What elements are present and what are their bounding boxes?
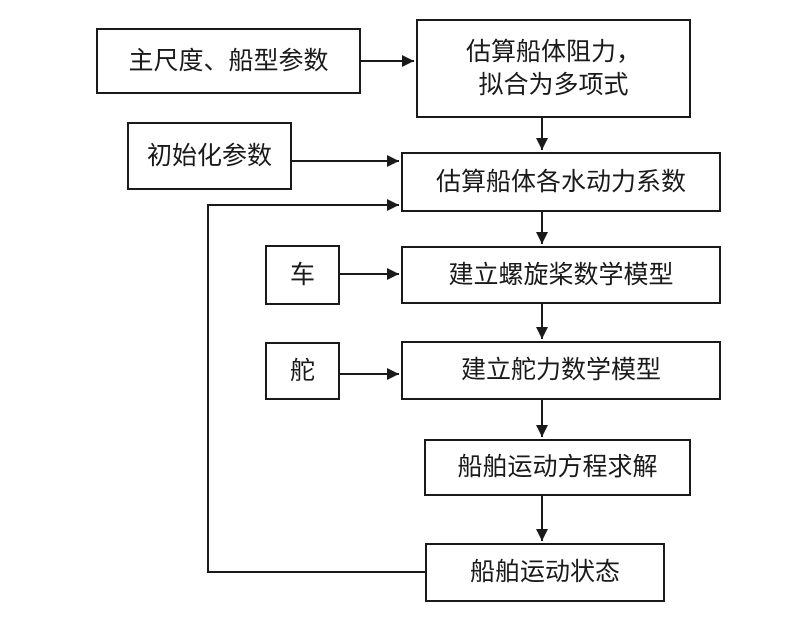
node-motion-equation-solve: 船舶运动方程求解 [424, 439, 691, 496]
node-estimate-resistance: 估算船体阻力， 拟合为多项式 [416, 19, 691, 118]
node-label: 车 [289, 259, 315, 289]
node-rudder-force-model: 建立舵力数学模型 [401, 341, 721, 400]
node-init-params: 初始化参数 [127, 122, 292, 190]
node-propeller-model: 建立螺旋桨数学模型 [401, 246, 721, 304]
node-rudder: 舵 [265, 342, 340, 400]
node-label: 估算船体各水动力系数 [435, 166, 686, 196]
node-label-line-2: 拟合为多项式 [478, 69, 629, 99]
node-hydro-coefficients: 估算船体各水动力系数 [401, 152, 721, 212]
node-label-line-1: 估算船体阻力， [465, 37, 641, 66]
node-label: 船舶运动方程求解 [457, 452, 658, 482]
feedback-arrow-state-to-hydro [207, 199, 425, 573]
node-label: 初始化参数 [146, 140, 272, 170]
node-engine: 车 [265, 245, 340, 305]
node-main-dimensions: 主尺度、船型参数 [96, 28, 361, 94]
node-label: 船舶运动状态 [469, 557, 620, 587]
node-label: 建立螺旋桨数学模型 [448, 259, 674, 289]
node-motion-state: 船舶运动状态 [425, 543, 665, 602]
node-label: 建立舵力数学模型 [460, 355, 661, 385]
node-label: 舵 [289, 355, 315, 385]
node-label: 主尺度、船型参数 [128, 45, 329, 75]
